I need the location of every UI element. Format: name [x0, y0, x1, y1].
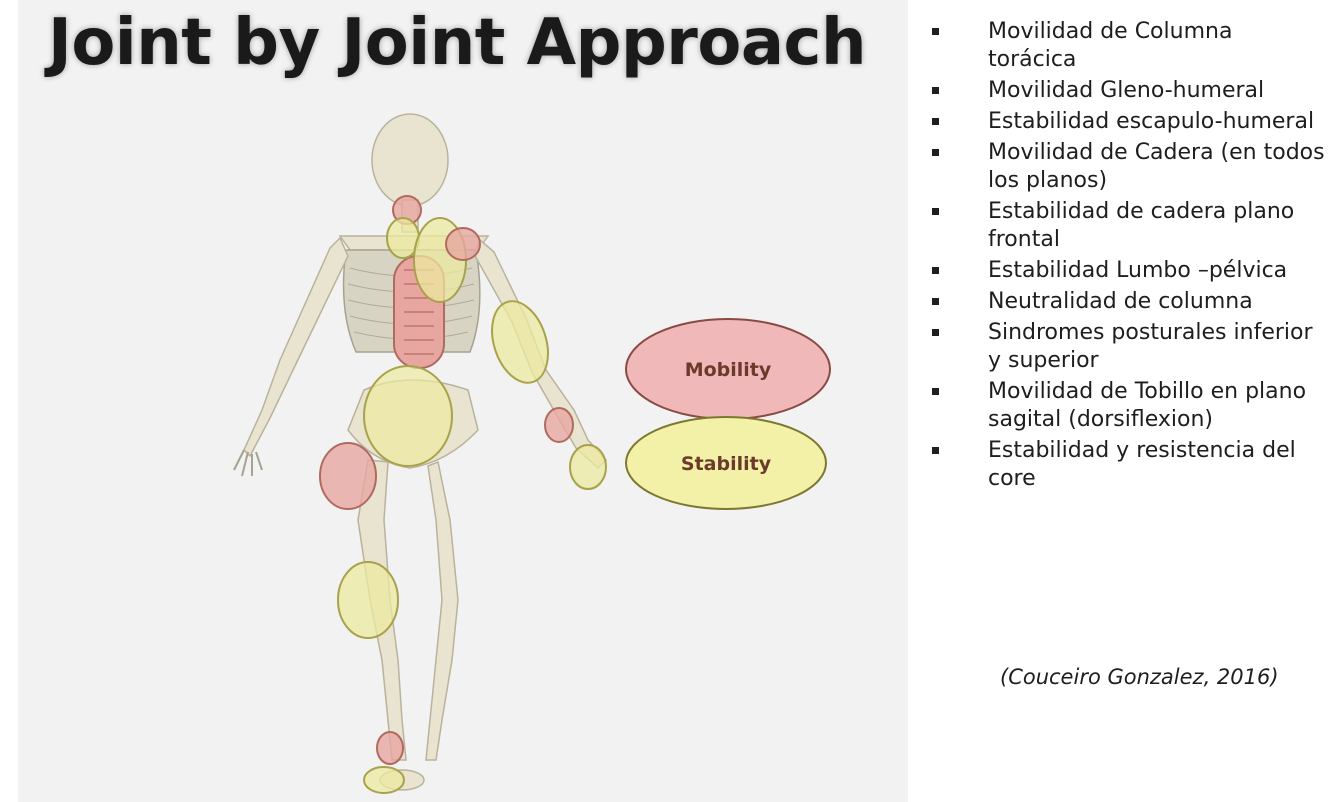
wrist-mobility-marker: [545, 408, 573, 442]
square-bullet-icon: [932, 28, 939, 35]
left-arm: [244, 238, 348, 456]
bullet-item: Movilidad de Cadera (en todos los planos…: [930, 139, 1325, 195]
bullet-item: Movilidad de Columna torácica: [930, 18, 1325, 74]
skull: [372, 114, 448, 206]
figure-panel: Joint by Joint Approach: [18, 0, 908, 802]
bullet-text: Sindromes posturales inferior y superior: [988, 320, 1313, 373]
ankle-mobility-marker: [377, 732, 403, 764]
bullet-text: Estabilidad y resistencia del core: [988, 438, 1296, 491]
square-bullet-icon: [932, 329, 939, 336]
bullet-text: Movilidad de Cadera (en todos los planos…: [988, 140, 1325, 193]
square-bullet-icon: [932, 208, 939, 215]
square-bullet-icon: [932, 298, 939, 305]
knee-stability-marker: [338, 562, 398, 638]
square-bullet-icon: [932, 447, 939, 454]
legend-stability-label: Stability: [681, 453, 772, 475]
square-bullet-icon: [932, 87, 939, 94]
bullet-item: Sindromes posturales inferior y superior: [930, 319, 1325, 375]
shoulder-mobility-marker: [446, 228, 480, 260]
skeleton-diagram: Mobility Stability: [18, 0, 908, 802]
square-bullet-icon: [932, 118, 939, 125]
bullet-text: Neutralidad de columna: [988, 289, 1253, 314]
bullet-text: Estabilidad escapulo-humeral: [988, 109, 1314, 134]
lumbar-pelvis-stability-marker: [364, 366, 452, 466]
square-bullet-icon: [932, 149, 939, 156]
foot-stability-marker: [364, 767, 404, 793]
bullet-item: Estabilidad Lumbo –pélvica: [930, 257, 1325, 285]
bullet-text: Estabilidad de cadera plano frontal: [988, 199, 1294, 252]
left-hand: [234, 450, 262, 476]
bullet-item: Neutralidad de columna: [930, 288, 1325, 316]
bullet-text: Movilidad de Columna torácica: [988, 19, 1232, 72]
hand-stability-marker: [570, 445, 606, 489]
bullet-text: Movilidad Gleno-humeral: [988, 78, 1264, 103]
bullet-item: Movilidad de Tobillo en plano sagital (d…: [930, 378, 1325, 434]
square-bullet-icon: [932, 388, 939, 395]
legend-mobility-label: Mobility: [685, 359, 772, 381]
legend: Mobility Stability: [626, 319, 830, 509]
bullet-item: Movilidad Gleno-humeral: [930, 77, 1325, 105]
right-leg: [426, 462, 458, 760]
hip-mobility-marker: [320, 443, 376, 509]
bullet-item: Estabilidad escapulo-humeral: [930, 108, 1325, 136]
bullet-text: Movilidad de Tobillo en plano sagital (d…: [988, 379, 1306, 432]
bullet-text: Estabilidad Lumbo –pélvica: [988, 258, 1287, 283]
bullet-item: Estabilidad de cadera plano frontal: [930, 198, 1325, 254]
bullet-item: Estabilidad y resistencia del core: [930, 437, 1325, 493]
square-bullet-icon: [932, 267, 939, 274]
citation: (Couceiro Gonzalez, 2016): [1000, 665, 1279, 689]
